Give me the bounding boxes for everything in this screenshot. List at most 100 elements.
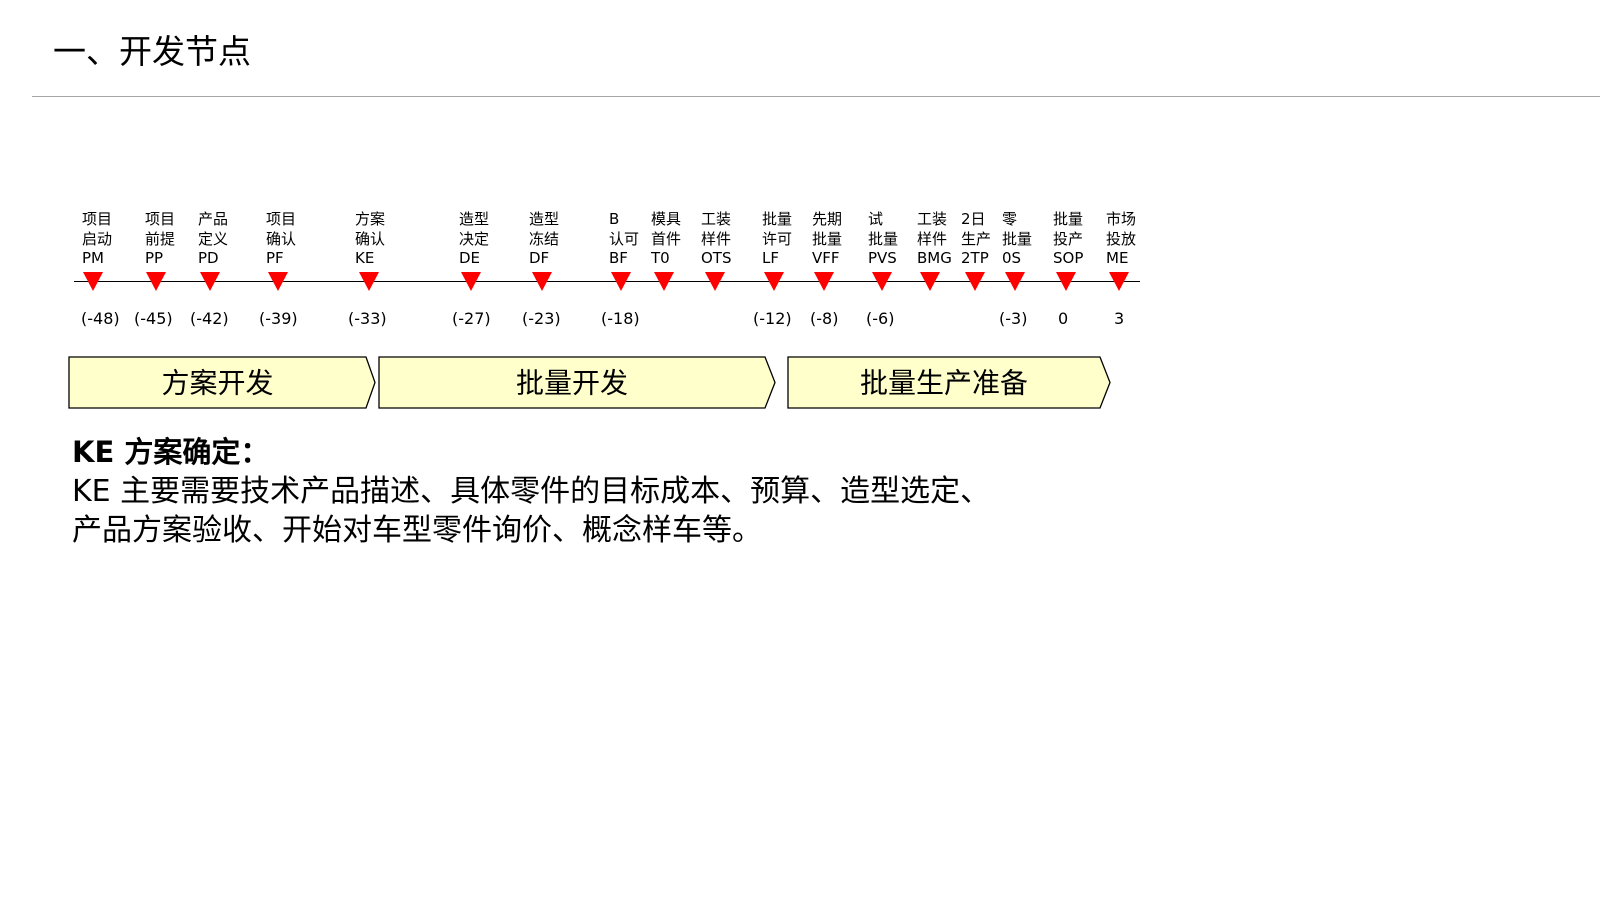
milestone-label-line: 确认 <box>355 229 386 248</box>
milestone-marker-icon <box>654 272 674 291</box>
milestone-label-line: 批量 <box>868 229 899 248</box>
milestone-label-line: 投产 <box>1053 229 1084 248</box>
milestone-label-line: 造型 <box>529 210 560 228</box>
milestone-label-line: PVS <box>868 249 897 267</box>
milestone-label-line: 样件 <box>917 229 948 248</box>
milestone-label-line: 认可 <box>609 229 640 248</box>
milestone-offset: 3 <box>1114 309 1125 328</box>
milestone-label-line: ME <box>1106 249 1129 267</box>
milestone-label-line: 样件 <box>701 229 732 248</box>
milestone-label-line: 定义 <box>198 229 229 248</box>
milestone-offset: (-18) <box>601 309 640 328</box>
phase-chevron <box>68 356 376 409</box>
milestone-label-line: 产品 <box>198 210 229 228</box>
phase-label: 方案开发 <box>161 367 273 400</box>
page-title: 一、开发节点 <box>53 32 251 71</box>
milestone-label-line: 批量 <box>1002 229 1033 248</box>
milestone-label-line: B <box>609 210 620 228</box>
milestone-marker-icon <box>764 272 784 291</box>
milestone-label-line: 生产 <box>961 229 992 248</box>
milestone-label-line: 批量 <box>1053 210 1084 228</box>
title-divider <box>32 96 1600 97</box>
milestone-label-line: 造型 <box>459 210 490 228</box>
milestone-label-line: 启动 <box>82 229 113 248</box>
milestone-offset: (-12) <box>753 309 792 328</box>
milestone-label-line: 冻结 <box>529 229 560 248</box>
milestone-label-line: SOP <box>1053 249 1084 267</box>
phase-bar: 方案开发 批量开发 批量生产准备 <box>68 356 1111 409</box>
milestone-label-line: DF <box>529 249 550 267</box>
milestone-marker-icon <box>532 272 552 291</box>
description-line: 产品方案验收、开始对车型零件询价、概念样车等。 <box>72 513 762 548</box>
milestone-label-line: 项目 <box>266 210 297 228</box>
milestone-label-line: 零 <box>1002 210 1018 228</box>
milestone-offset: (-42) <box>190 309 229 328</box>
milestone-marker-icon <box>200 272 220 291</box>
milestone-offset: (-48) <box>81 309 120 328</box>
description-line: KE 主要需要技术产品描述、具体零件的目标成本、预算、造型选定、 <box>72 474 991 509</box>
milestone-label-line: BMG <box>917 249 952 267</box>
milestone-offset: (-39) <box>259 309 298 328</box>
milestone-label-line: 0S <box>1002 249 1022 267</box>
timeline-axis <box>74 281 1140 282</box>
milestone-label-line: 批量 <box>762 210 793 228</box>
milestone-marker-icon <box>461 272 481 291</box>
milestone-label-line: 确认 <box>266 229 297 248</box>
milestone-label-line: 首件 <box>651 229 682 248</box>
milestone-label-line: PP <box>145 249 164 267</box>
milestone-offset: (-6) <box>866 309 895 328</box>
milestone-marker-icon <box>268 272 288 291</box>
milestone-offset: (-8) <box>810 309 839 328</box>
milestone-label-line: 先期 <box>812 210 843 228</box>
milestone-marker-icon <box>359 272 379 291</box>
milestone-offset: (-45) <box>134 309 173 328</box>
milestone-marker-icon <box>814 272 834 291</box>
milestone-marker-icon <box>83 272 103 291</box>
milestone-offset: (-33) <box>348 309 387 328</box>
phase-label: 批量开发 <box>516 367 628 400</box>
milestone-label-line: 市场 <box>1106 210 1137 228</box>
milestone-label-line: PD <box>198 249 219 267</box>
milestone-label-line: 前提 <box>145 229 176 248</box>
milestone-marker-icon <box>920 272 940 291</box>
milestone-marker-icon <box>1005 272 1025 291</box>
milestone-label-line: 试 <box>868 210 884 228</box>
phase-chevron <box>787 356 1111 409</box>
milestone-label-line: OTS <box>701 249 732 267</box>
milestone-marker-icon <box>1056 272 1076 291</box>
milestone-offset: 0 <box>1058 309 1069 328</box>
milestone-label-line: 工装 <box>917 210 948 228</box>
milestone-marker-icon <box>146 272 166 291</box>
ke-description: KE 方案确定： KE 主要需要技术产品描述、具体零件的目标成本、预算、造型选定… <box>72 432 1172 550</box>
milestone-label-line: 许可 <box>762 229 793 248</box>
milestone-label-line: 决定 <box>459 229 490 248</box>
milestone-label-line: 2TP <box>961 249 989 267</box>
milestone-marker-icon <box>872 272 892 291</box>
milestone-label-line: 投放 <box>1106 229 1137 248</box>
milestone-label-line: 项目 <box>145 210 176 228</box>
milestone-marker-icon <box>965 272 985 291</box>
milestone-label-line: 2日 <box>961 210 986 228</box>
phase-label: 批量生产准备 <box>860 367 1028 400</box>
milestone-offset: (-23) <box>522 309 561 328</box>
milestone-label-line: KE <box>355 249 375 267</box>
milestone-label-line: 批量 <box>812 229 843 248</box>
milestone-label-line: LF <box>762 249 779 267</box>
phase-chevron <box>378 356 776 409</box>
milestone-label-line: VFF <box>812 249 840 267</box>
